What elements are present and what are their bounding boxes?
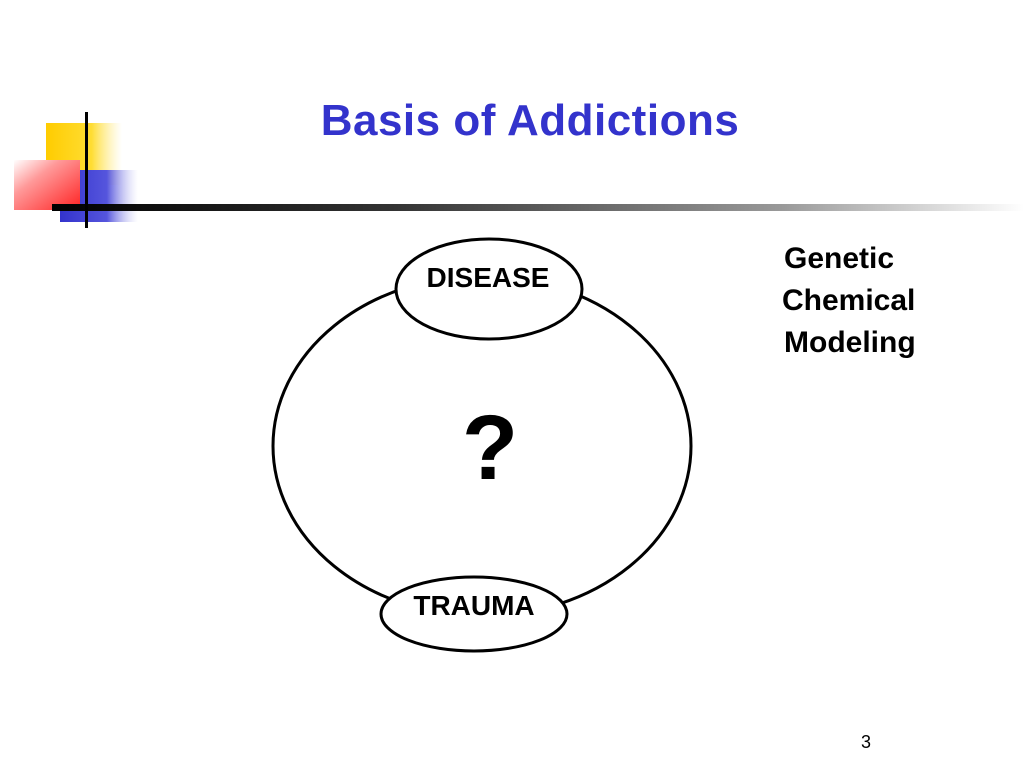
page-number: 3: [860, 732, 871, 752]
factor-item: Modeling: [784, 326, 916, 359]
trauma-node-ellipse: [379, 575, 569, 653]
deco-vertical-line: [85, 112, 88, 228]
factor-item: Chemical: [782, 284, 916, 317]
disease-node-label: DISEASE: [426, 262, 550, 293]
trauma-node-label: TRAUMA: [413, 590, 535, 621]
factor-item: Genetic: [784, 242, 895, 275]
question-mark: ?: [461, 397, 519, 499]
factor-list: Genetic Chemical Modeling: [770, 238, 990, 364]
slide-title: Basis of Addictions: [320, 96, 740, 145]
deco-red-square: [14, 160, 80, 210]
disease-node-ellipse: [394, 237, 584, 341]
title-decoration: [14, 112, 1024, 228]
title-rule-line: [52, 204, 1024, 211]
